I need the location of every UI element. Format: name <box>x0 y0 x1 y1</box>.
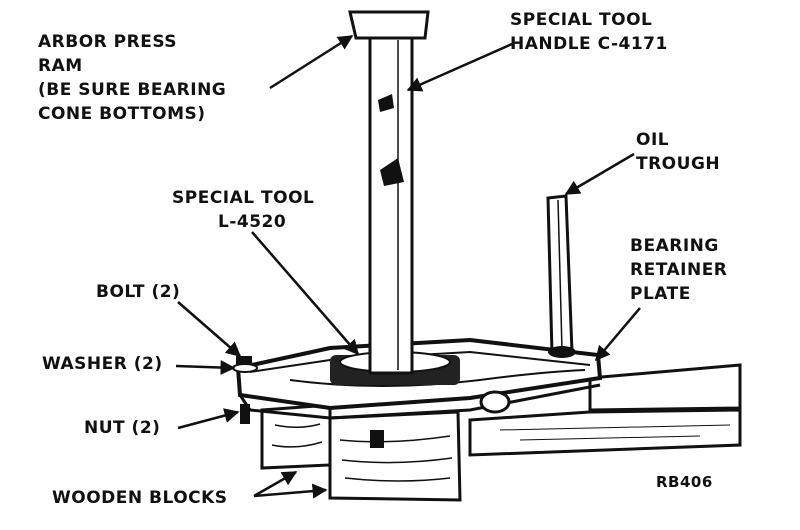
label-special-tool-l4520-line-2: L-4520 <box>218 212 287 232</box>
label-special-tool-handle: SPECIAL TOOL HANDLE C-4171 <box>510 8 668 56</box>
leader-lines <box>175 34 641 499</box>
label-oil-trough-line-1: OIL <box>636 130 670 150</box>
label-bearing-retainer-plate: BEARING RETAINER PLATE <box>630 234 727 306</box>
label-arbor-press-ram-line-4: CONE BOTTOMS) <box>38 104 206 124</box>
label-special-tool-l4520: SPECIAL TOOL L-4520 <box>172 186 314 234</box>
axle-shaft <box>468 363 742 457</box>
label-bearing-retainer-plate-line-2: RETAINER <box>630 260 728 280</box>
label-wooden-blocks: WOODEN BLOCKS <box>52 488 228 508</box>
label-oil-trough: OIL TROUGH <box>636 128 720 176</box>
label-nut: NUT (2) <box>84 418 161 438</box>
label-special-tool-handle-line-1: SPECIAL TOOL <box>510 10 653 30</box>
oil-trough <box>546 194 576 358</box>
label-arbor-press-ram-line-3: (BE SURE BEARING <box>38 80 227 100</box>
label-arbor-press-ram: ARBOR PRESS RAM (BE SURE BEARING CONE BO… <box>38 30 226 126</box>
label-oil-trough-line-2: TROUGH <box>636 154 721 174</box>
tool-handle-tube <box>348 10 430 375</box>
label-special-tool-handle-line-2: HANDLE C-4171 <box>510 34 668 54</box>
label-bearing-retainer-plate-line-3: PLATE <box>630 284 691 304</box>
wooden-blocks <box>260 403 462 502</box>
label-bearing-retainer-plate-line-1: BEARING <box>630 236 719 256</box>
label-arbor-press-ram-line-1: ARBOR PRESS <box>38 32 178 52</box>
label-bolt: BOLT (2) <box>96 282 181 302</box>
label-washer: WASHER (2) <box>42 354 163 374</box>
label-arbor-press-ram-line-2: RAM <box>38 56 83 76</box>
figure-id: RB406 <box>656 473 713 491</box>
label-special-tool-l4520-line-1: SPECIAL TOOL <box>172 188 315 208</box>
